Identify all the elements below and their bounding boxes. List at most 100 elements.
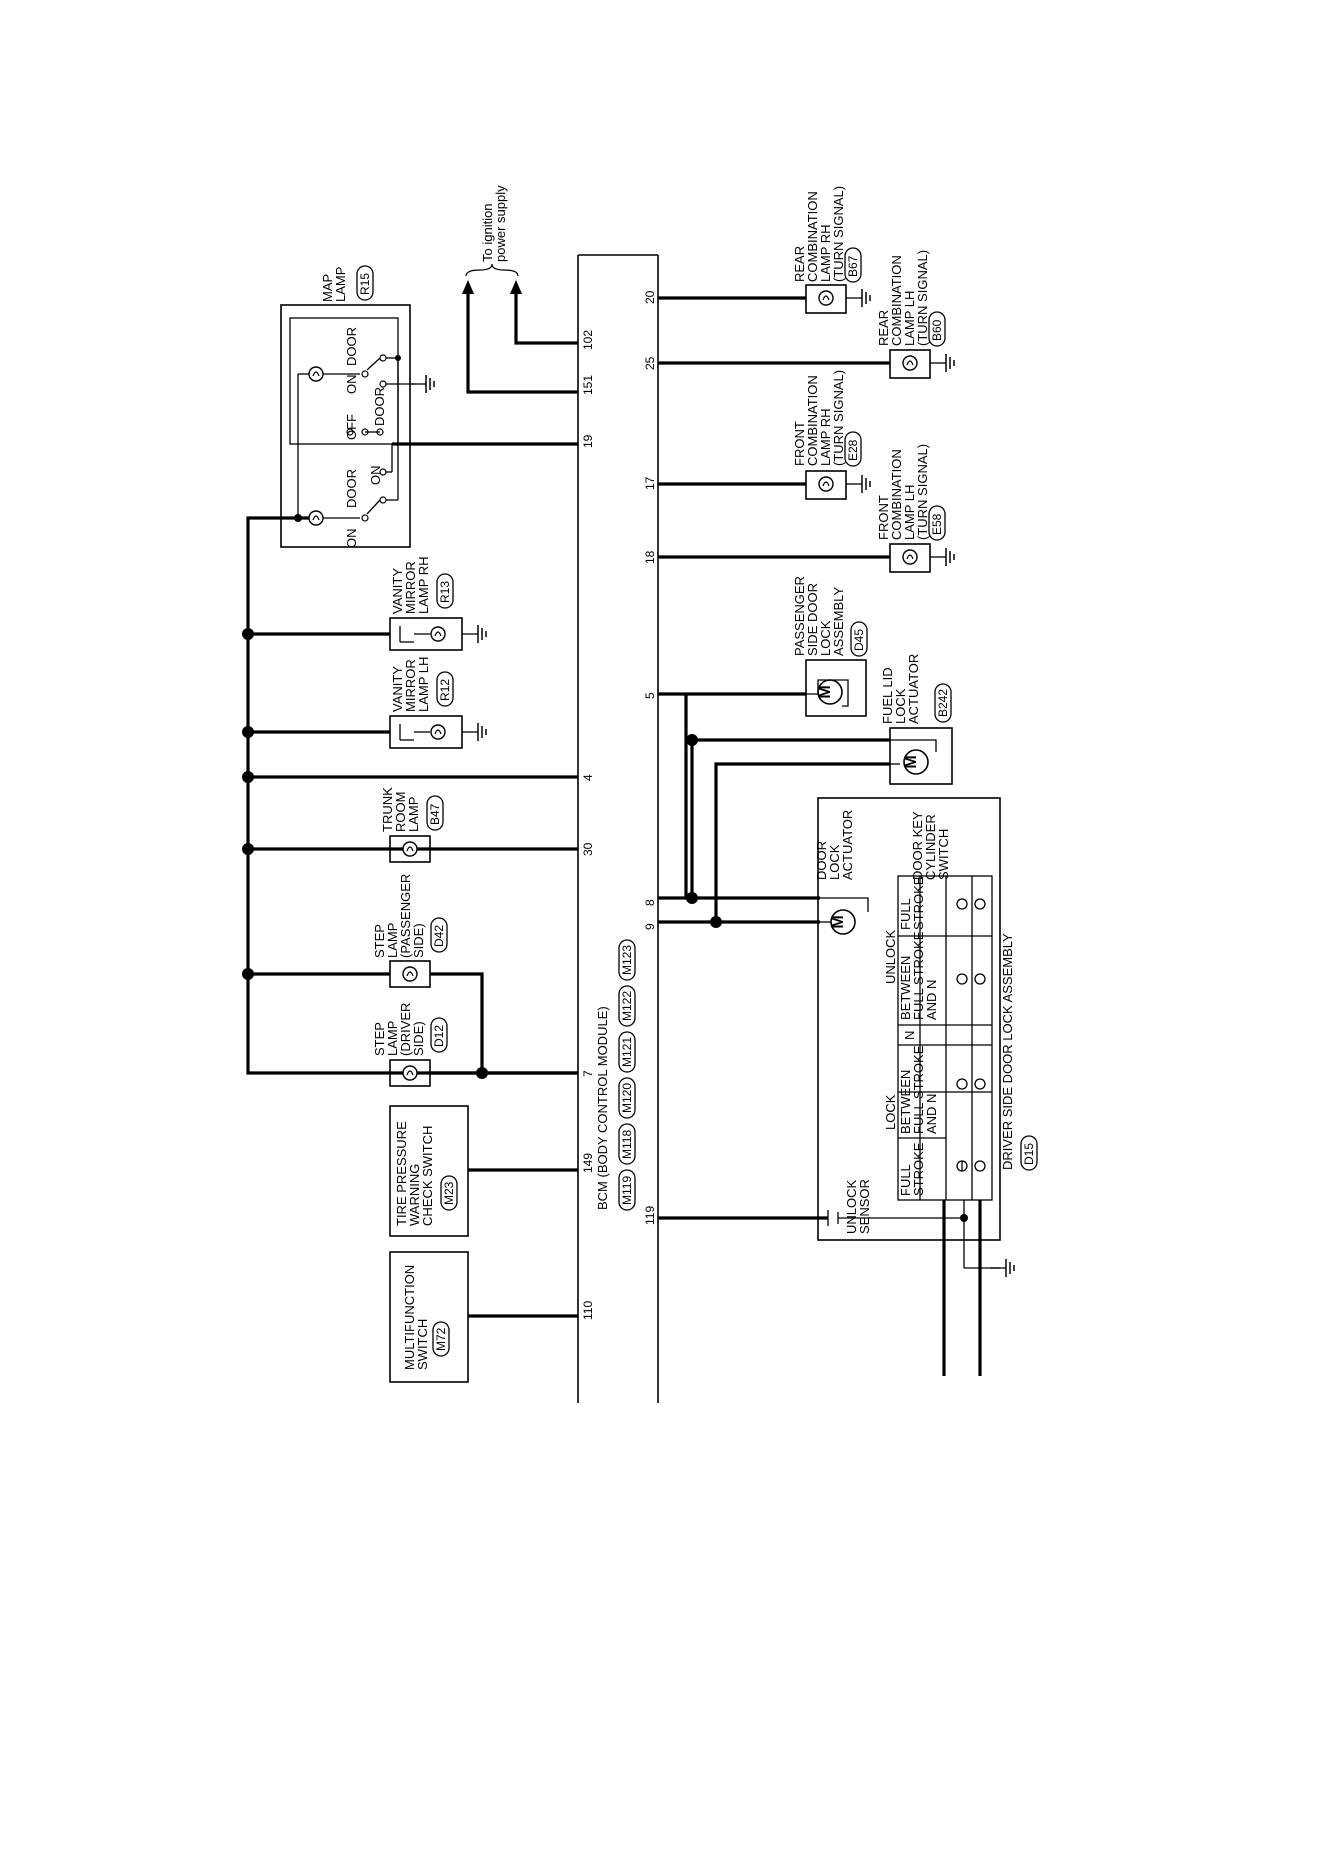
rear-rh-connector: B67: [846, 255, 860, 277]
pin-151: 151: [581, 375, 595, 395]
vanity-rh-label-3: LAMP RH: [416, 556, 431, 614]
driver-door-lock-label: DRIVER SIDE DOOR LOCK ASSEMBLY: [1000, 933, 1015, 1170]
door-lock-actuator-label-3: ACTUATOR: [840, 810, 855, 880]
trunk-room-lamp-label-3: LAMP: [406, 797, 421, 832]
bcm-title: BCM (BODY CONTROL MODULE): [595, 1006, 610, 1210]
bcm-module: BCM (BODY CONTROL MODULE) M119 M118 M120…: [577, 254, 659, 1403]
rear-combination-lamp-lh: REAR COMBINATION LAMP LH (TURN SIGNAL) B…: [658, 250, 955, 379]
step-lamp-passenger-label-2: LAMP: [385, 923, 400, 958]
rear-lh-label-4: (TURN SIGNAL): [915, 250, 930, 346]
motor-icon: [829, 909, 856, 935]
step-lamp-passenger-label-4: SIDE): [411, 923, 426, 958]
map-lamp-connector: R15: [358, 273, 372, 295]
map-lamp-on-label-1: ON: [344, 529, 359, 549]
pin-30: 30: [581, 842, 595, 856]
map-lamp-door-label-2: DOOR: [372, 387, 387, 426]
step-lamp-driver-label-2: LAMP: [385, 1021, 400, 1056]
bulb-icon: [402, 841, 418, 857]
tire-pressure-warning-check-switch: TIRE PRESSURE WARNING CHECK SWITCH M23: [389, 1105, 578, 1237]
map-lamp: ON DOOR ON OFF DOOR ON DOOR MAP LAMP R15: [280, 265, 578, 549]
pin-110: 110: [581, 1301, 595, 1320]
vanity-mirror-lamp-rh: VANITY MIRROR LAMP RH R13: [389, 556, 487, 651]
vanity-lh-connector: R12: [438, 679, 452, 701]
door-lock-actuator-label-2: LOCK: [827, 844, 842, 880]
bcm-pins-left: 110 149 7 30 4 19 151 102: [581, 330, 595, 1320]
multifunction-switch-label-1: MULTIFUNCTION: [402, 1265, 417, 1370]
arrow-up-icon: [462, 280, 474, 294]
unlock-sensor: UNLOCK SENSOR: [658, 1179, 1015, 1278]
tire-pressure-label-2: WARNING: [407, 1164, 422, 1226]
map-lamp-off-label: OFF: [344, 414, 359, 440]
tire-pressure-label-3: CHECK SWITCH: [420, 1126, 435, 1226]
table-unlock-between-3: AND N: [924, 980, 939, 1020]
trunk-room-lamp-connector: B47: [428, 803, 442, 825]
front-lh-label-3: LAMP LH: [902, 485, 917, 540]
bulb-icon: [430, 724, 446, 740]
rear-combination-lamp-rh: REAR COMBINATION LAMP RH (TURN SIGNAL) B…: [658, 186, 871, 314]
ground-icon: [989, 1258, 1015, 1278]
passenger-lock-label-3: LOCK: [818, 620, 833, 656]
bcm-connector-m118: M118: [620, 1130, 634, 1159]
bulb-icon: [902, 549, 918, 565]
front-combination-lamp-lh: FRONT COMBINATION LAMP LH (TURN SIGNAL) …: [658, 444, 955, 573]
bcm-connector-list: M119 M118 M120 M121 M122 M123: [618, 939, 636, 1211]
bcm-connector-m119: M119: [620, 1176, 634, 1205]
map-lamp-label-2: LAMP: [333, 267, 348, 302]
bcm-connector-m121: M121: [620, 1037, 634, 1067]
pin-9: 9: [643, 923, 657, 930]
door-key-cylinder-switch-table: LOCK UNLOCK N FULL STROKE BETWEEN FULL S…: [883, 875, 993, 1201]
splice-dot: [242, 628, 254, 640]
pin-149: 149: [581, 1153, 595, 1173]
motor-icon: [816, 679, 843, 705]
door-key-switch-label-1: DOOR KEY: [910, 811, 925, 880]
table-lock-between-1: BETWEEN: [898, 1070, 913, 1134]
tire-pressure-connector: M23: [442, 1181, 456, 1205]
step-lamp-passenger-label-3: (PASSENGER: [398, 874, 413, 958]
splice-dot: [242, 968, 254, 980]
pin-25: 25: [643, 356, 657, 370]
vanity-mirror-lamp-lh: VANITY MIRROR LAMP LH R12: [389, 657, 487, 749]
trunk-room-lamp: TRUNK ROOM LAMP B47: [380, 787, 444, 863]
pin-19: 19: [581, 434, 595, 448]
unlock-sensor-label-1: UNLOCK: [844, 1179, 859, 1234]
vanity-lh-label-3: LAMP LH: [416, 657, 431, 712]
unlock-sensor-label-2: SENSOR: [857, 1179, 872, 1234]
front-lh-connector: E58: [930, 513, 944, 535]
bulb-icon: [818, 290, 834, 306]
pin-119: 119: [643, 1206, 657, 1225]
bcm-pins-right: 119 9 8 5 18 17 25 20: [643, 290, 657, 1225]
map-lamp-door-label-3: DOOR: [344, 327, 359, 366]
bulb-icon: [308, 366, 324, 382]
map-lamp-on-label-3: ON: [344, 375, 359, 395]
rear-lh-label-1: REAR: [876, 310, 891, 346]
tire-pressure-label-1: TIRE PRESSURE: [394, 1121, 409, 1226]
front-lh-label-1: FRONT: [876, 495, 891, 540]
ignition-note-line-2: power supply: [493, 185, 508, 262]
door-key-switch-label-2: CYLINDER: [923, 814, 938, 880]
table-lock-between-3: AND N: [924, 1094, 939, 1134]
splice-dot: [242, 771, 254, 783]
multifunction-switch-connector: M72: [434, 1327, 448, 1351]
vanity-rh-label-2: MIRROR: [403, 561, 418, 614]
pin-7: 7: [581, 1070, 595, 1077]
ignition-note-line-1: To ignition: [480, 203, 495, 262]
table-n-header: N: [902, 1031, 917, 1040]
passenger-lock-label-4: ASSEMBLY: [831, 587, 846, 656]
step-lamp-driver-label-1: STEP: [372, 1022, 387, 1056]
fuel-lid-lock-actuator: FUEL LID LOCK ACTUATOR B242: [880, 654, 953, 785]
bcm-connector-m120: M120: [620, 1083, 634, 1113]
pin-102: 102: [581, 330, 595, 350]
bulb-icon: [818, 476, 834, 492]
multifunction-switch: MULTIFUNCTION SWITCH M72: [389, 1251, 578, 1383]
ground-icon: [409, 374, 435, 394]
step-lamp-driver-side: STEP LAMP (DRIVER SIDE) D12: [372, 1003, 578, 1087]
step-lamp-driver-label-4: SIDE): [411, 1021, 426, 1056]
vanity-rh-label-1: VANITY: [390, 568, 405, 614]
step-lamp-passenger-side: STEP LAMP (PASSENGER SIDE) D42: [372, 874, 484, 1073]
ground-icon: [461, 722, 487, 742]
driver-side-door-lock-assembly: DOOR LOCK ACTUATOR DOOR KEY CYLINDER SWI…: [658, 797, 1038, 1376]
door-key-switch-label-3: SWITCH: [936, 829, 951, 880]
passenger-lock-label-1: PASSENGER: [792, 576, 807, 656]
table-lock-full-1: FULL: [898, 1164, 913, 1196]
